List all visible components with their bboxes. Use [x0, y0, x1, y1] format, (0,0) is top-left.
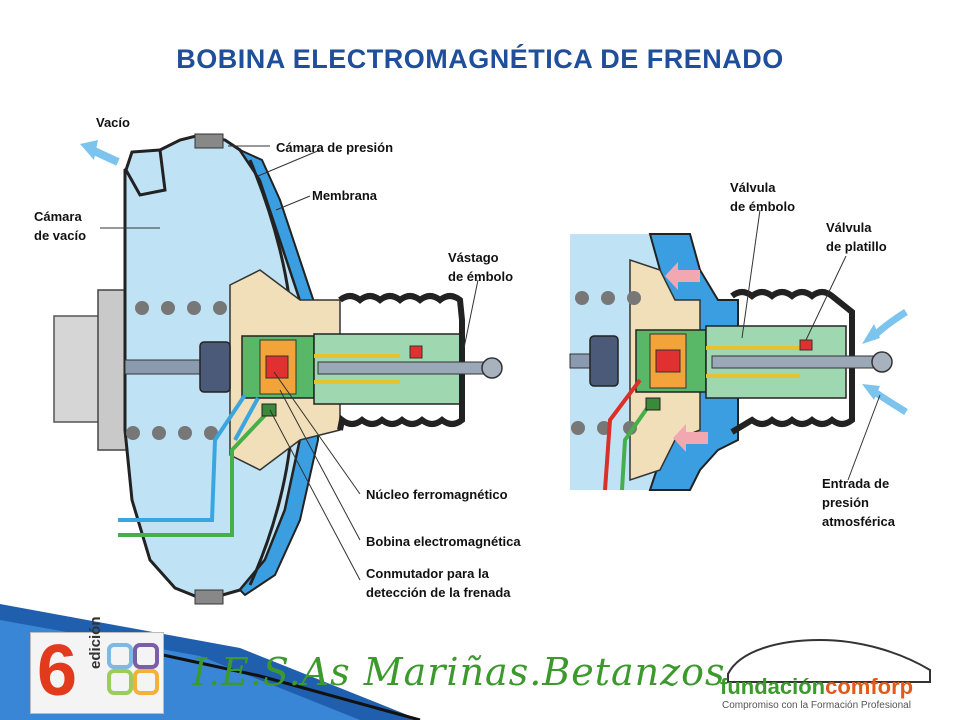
- detail-core: [655, 349, 681, 373]
- label-camara-presion: Cámara de presión: [276, 140, 393, 155]
- edition-number: 6: [37, 631, 78, 711]
- housing-clamp-bottom: [194, 589, 224, 605]
- label-vastago-1: Vástago: [448, 250, 499, 265]
- master-cylinder-flange: [97, 289, 129, 451]
- label-vacio: Vacío: [96, 115, 130, 130]
- label-entrada-3: atmosférica: [822, 514, 896, 529]
- detail-brake-switch: [645, 397, 661, 411]
- detail-piston-rod-ball: [871, 351, 893, 373]
- brake-switch: [261, 403, 277, 417]
- label-conmutador-2: detección de la frenada: [366, 585, 511, 600]
- wire-blue: [118, 393, 247, 522]
- piston-rod-ball: [481, 357, 503, 379]
- detail-plate-valve: [799, 339, 813, 351]
- detail-rod-piston: [589, 335, 619, 387]
- logo-name-part2: comforp: [825, 674, 914, 699]
- vacuum-outlet: [124, 148, 167, 197]
- label-conmutador-1: Conmutador para la: [366, 566, 490, 581]
- logo-tagline: Compromiso con la Formación Profesional: [722, 700, 911, 711]
- label-vastago-2: de émbolo: [448, 269, 513, 284]
- logo-car-silhouette: [727, 638, 931, 683]
- detail-piston-rod: [711, 355, 883, 369]
- plate-valve-small: [409, 345, 423, 359]
- fundacion-logo: fundacióncomforp Compromiso con la Forma…: [712, 632, 952, 716]
- edition-badge: 6 edición: [30, 616, 164, 714]
- label-membrana: Membrana: [312, 188, 378, 203]
- wire-blue-2: [233, 397, 260, 441]
- label-valvula-platillo-2: de platillo: [826, 239, 887, 254]
- label-entrada-2: presión: [822, 495, 869, 510]
- logo-name-part1: fundación: [720, 674, 826, 699]
- label-valvula-embolo-1: Válvula: [730, 180, 776, 195]
- ferromagnetic-core: [265, 355, 289, 379]
- label-camara-vacio-2: de vacío: [34, 228, 86, 243]
- rod-piston: [199, 341, 231, 393]
- atm-arrowhead-top: [862, 324, 880, 344]
- booster-full-view: [53, 133, 503, 605]
- atm-arrowhead-bottom: [862, 384, 880, 400]
- flow-arrows-pink: [665, 262, 708, 452]
- vacuum-arrow: [80, 140, 120, 166]
- school-name: I.E.S.As Mariñas.Betanzos: [192, 650, 726, 694]
- edition-word: edición: [87, 616, 104, 669]
- booster-detail-view: [569, 233, 908, 491]
- label-valvula-platillo-1: Válvula: [826, 220, 872, 235]
- edition-squares-icon: [107, 643, 159, 695]
- leader-lines: [100, 145, 881, 581]
- label-nucleo: Núcleo ferromagnético: [366, 487, 508, 502]
- label-valvula-embolo-2: de émbolo: [730, 199, 795, 214]
- piston-rod: [317, 361, 489, 375]
- detail-wire-green: [620, 402, 652, 491]
- label-camara-vacio-1: Cámara: [34, 209, 82, 224]
- housing-clamp-top: [194, 133, 224, 149]
- wire-green: [118, 410, 270, 537]
- label-entrada-1: Entrada de: [822, 476, 889, 491]
- label-bobina: Bobina electromagnética: [366, 534, 521, 549]
- logo-name: fundacióncomforp: [720, 674, 913, 700]
- labels: Vacío Cámara de presión Membrana Cámara …: [34, 115, 896, 600]
- pressure-chamber: [237, 147, 320, 597]
- detail-wire-red: [603, 378, 642, 491]
- page-title: BOBINA ELECTROMAGNÉTICA DE FRENADO: [176, 44, 784, 74]
- bolt-holes: [126, 301, 227, 440]
- master-cylinder-stub: [53, 315, 103, 423]
